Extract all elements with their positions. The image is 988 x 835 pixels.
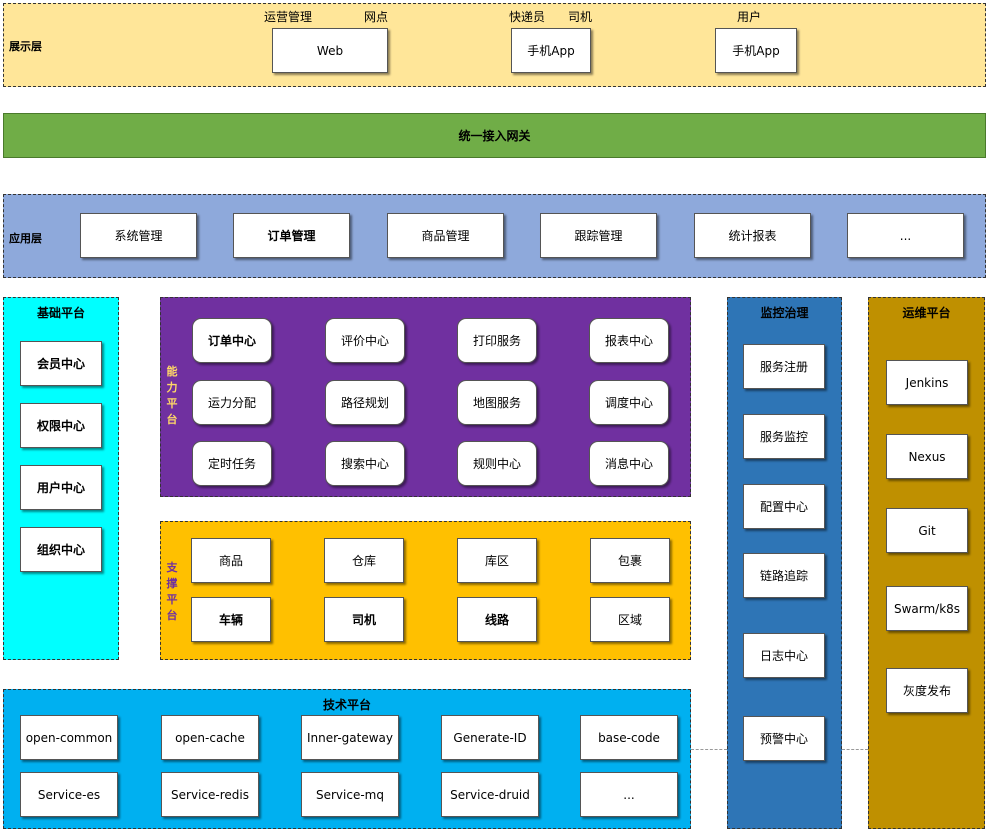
support-platform-label: 支撑平台 xyxy=(166,561,178,622)
gateway-bar: 统一接入网关 xyxy=(3,113,986,158)
capability-item: 地图服务 xyxy=(457,380,537,425)
tech-item: Service-mq xyxy=(301,772,399,817)
ops-item: 灰度发布 xyxy=(886,668,968,713)
support-item: 区域 xyxy=(590,597,670,642)
support-item: 线路 xyxy=(457,597,537,642)
tech-item: Service-redis xyxy=(161,772,259,817)
tech-item: Generate-ID xyxy=(441,715,539,760)
capability-item: 规则中心 xyxy=(457,441,537,486)
tech-item: Inner-gateway xyxy=(301,715,399,760)
tech-platform-title: 技术平台 xyxy=(322,698,371,712)
presentation-layer: 展示层 运营管理 网点 快递员 司机 用户 Web 手机App 手机App xyxy=(3,3,986,87)
support-item: 司机 xyxy=(324,597,404,642)
base-item: 权限中心 xyxy=(20,403,102,448)
ops-item: Git xyxy=(886,508,968,553)
support-item: 商品 xyxy=(191,538,271,583)
support-item: 车辆 xyxy=(191,597,271,642)
application-layer: 应用层 系统管理 订单管理 商品管理 跟踪管理 统计报表 ... xyxy=(3,194,986,278)
capability-item: 订单中心 xyxy=(192,318,272,363)
monitor-item: 预警中心 xyxy=(743,716,825,761)
tech-item: base-code xyxy=(580,715,678,760)
monitor-item: 服务注册 xyxy=(743,344,825,389)
caption-driver: 司机 xyxy=(568,10,593,24)
app-item: 系统管理 xyxy=(80,213,197,258)
presentation-layer-label: 展示层 xyxy=(9,40,42,53)
application-layer-label: 应用层 xyxy=(9,232,42,245)
support-platform: 支撑平台 商品 仓库 库区 包裹 车辆 司机 线路 区域 xyxy=(160,521,691,660)
monitor-item: 链路追踪 xyxy=(743,553,825,598)
caption-outlet: 网点 xyxy=(364,10,389,24)
user-app-box: 手机App xyxy=(715,28,797,73)
caption-courier: 快递员 xyxy=(509,10,546,24)
ops-platform-title: 运维平台 xyxy=(902,306,951,320)
capability-item: 运力分配 xyxy=(192,380,272,425)
ops-item: Swarm/k8s xyxy=(886,586,968,631)
tech-platform: 技术平台 open-common open-cache Inner-gatewa… xyxy=(3,689,691,829)
app-item: 订单管理 xyxy=(233,213,350,258)
capability-item: 消息中心 xyxy=(589,441,669,486)
monitor-item: 配置中心 xyxy=(743,484,825,529)
base-platform-title: 基础平台 xyxy=(36,306,85,320)
app-item: 商品管理 xyxy=(387,213,504,258)
web-box: Web xyxy=(272,28,388,73)
capability-item: 评价中心 xyxy=(325,318,405,363)
base-item: 组织中心 xyxy=(20,527,102,572)
tech-item: Service-es xyxy=(20,772,118,817)
capability-platform: 能力平台 订单中心 评价中心 打印服务 报表中心 运力分配 路径规划 地图服务 … xyxy=(160,297,691,497)
capability-item: 调度中心 xyxy=(589,380,669,425)
capability-item: 搜索中心 xyxy=(325,441,405,486)
monitor-platform: 监控治理 服务注册 服务监控 配置中心 链路追踪 日志中心 预警中心 xyxy=(727,297,842,829)
base-platform: 基础平台 会员中心 权限中心 用户中心 组织中心 xyxy=(3,297,119,660)
support-item: 包裹 xyxy=(590,538,670,583)
ops-platform: 运维平台 Jenkins Nexus Git Swarm/k8s 灰度发布 xyxy=(868,297,985,829)
gateway-label: 统一接入网关 xyxy=(458,129,531,143)
support-item: 库区 xyxy=(457,538,537,583)
caption-user: 用户 xyxy=(737,10,762,24)
tech-item: open-common xyxy=(20,715,118,760)
ops-item: Nexus xyxy=(886,434,968,479)
capability-item: 定时任务 xyxy=(192,441,272,486)
capability-item: 报表中心 xyxy=(589,318,669,363)
tech-item: ... xyxy=(580,772,678,817)
monitor-item: 日志中心 xyxy=(743,633,825,678)
caption-operations: 运营管理 xyxy=(264,10,313,24)
tech-item: Service-druid xyxy=(441,772,539,817)
app-item: ... xyxy=(847,213,964,258)
monitor-platform-title: 监控治理 xyxy=(760,306,809,320)
monitor-item: 服务监控 xyxy=(743,414,825,459)
base-item: 用户中心 xyxy=(20,465,102,510)
capability-platform-label: 能力平台 xyxy=(166,365,178,426)
support-item: 仓库 xyxy=(324,538,404,583)
connector-line xyxy=(842,749,868,750)
base-item: 会员中心 xyxy=(20,341,102,386)
connector-line xyxy=(691,749,727,750)
ops-item: Jenkins xyxy=(886,360,968,405)
app-item: 统计报表 xyxy=(694,213,811,258)
tech-item: open-cache xyxy=(161,715,259,760)
capability-item: 打印服务 xyxy=(457,318,537,363)
courier-app-box: 手机App xyxy=(511,28,591,73)
capability-item: 路径规划 xyxy=(325,380,405,425)
app-item: 跟踪管理 xyxy=(540,213,657,258)
